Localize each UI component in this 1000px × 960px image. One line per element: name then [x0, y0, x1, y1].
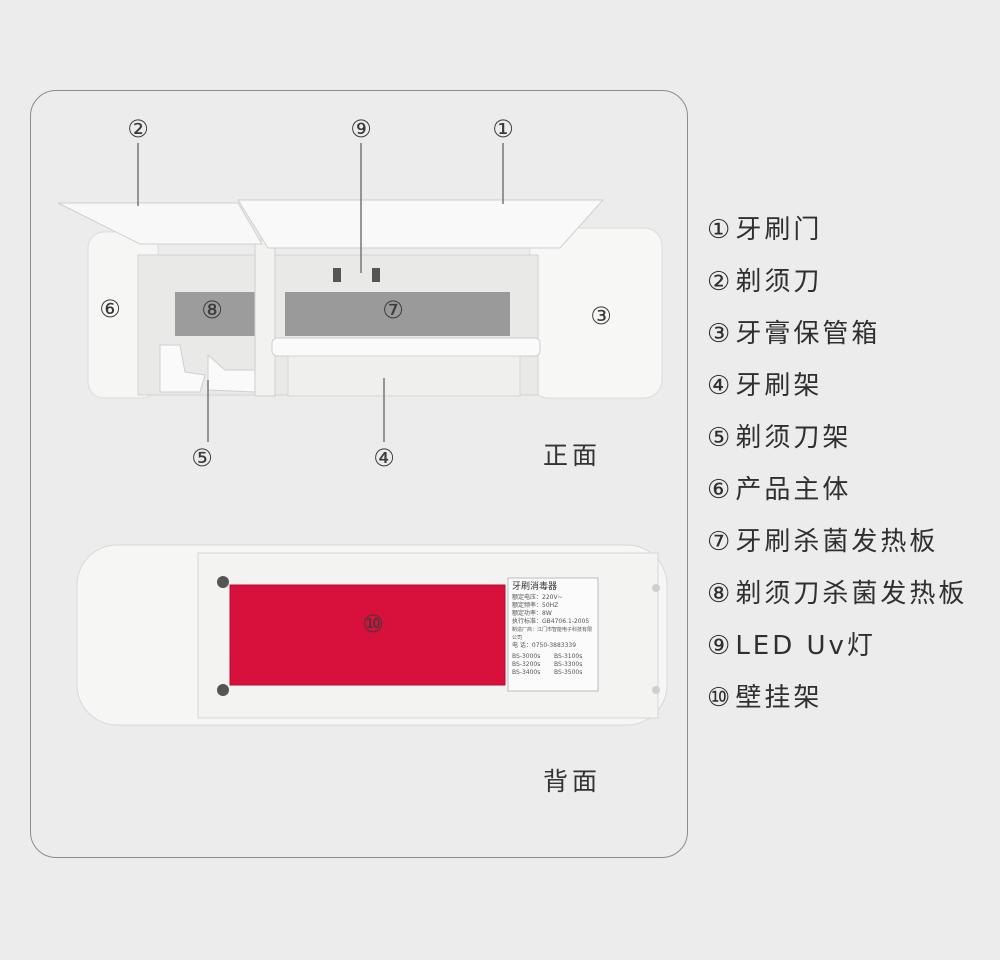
nameplate-row: 电 话：0750-3883339 [512, 642, 577, 649]
legend-marker: ④ [707, 371, 734, 401]
caption-back: 背面 [543, 767, 602, 796]
front-view [57, 199, 663, 399]
legend-item: ③牙膏保管箱 [707, 314, 967, 366]
legend-marker: ⑦ [707, 527, 734, 557]
model-item: BS-3300s [554, 661, 583, 668]
led-uv-light-right [372, 268, 380, 282]
marker-6: ⑥ [99, 295, 121, 323]
marker-9: ⑨ [350, 115, 372, 143]
model-item: BS-3100s [554, 653, 583, 660]
screw-bottom [217, 684, 229, 696]
legend-label: 剃须刀架 [735, 423, 852, 453]
nameplate-row: 制造厂商：江门市智能电子科技有限公司 [512, 627, 593, 641]
legend-marker: ⑤ [707, 423, 734, 453]
shaver-door [57, 202, 263, 245]
nameplate-row: 执行标准：GB4706.1-2005 [512, 618, 590, 625]
legend-label: 壁挂架 [735, 683, 823, 713]
marker-1: ① [492, 115, 514, 143]
model-item: BS-3400s [512, 669, 541, 676]
marker-2: ② [127, 115, 149, 143]
legend-label: LED Uv灯 [735, 631, 876, 661]
parts-legend: ①牙刷门 ②剃须刀 ③牙膏保管箱 ④牙刷架 ⑤剃须刀架 ⑥产品主体 ⑦牙刷杀菌发… [707, 210, 967, 730]
toothbrush-rack [271, 337, 541, 357]
wall-mount-bracket [229, 584, 506, 686]
legend-marker: ③ [707, 319, 734, 349]
marker-7: ⑦ [382, 296, 404, 324]
legend-item: ④牙刷架 [707, 366, 967, 418]
marker-5: ⑤ [191, 444, 213, 472]
legend-item: ⑤剃须刀架 [707, 418, 967, 470]
model-item: BS-3200s [512, 661, 541, 668]
legend-item: ①牙刷门 [707, 210, 967, 262]
legend-label: 牙刷杀菌发热板 [735, 527, 939, 557]
legend-item: ②剃须刀 [707, 262, 967, 314]
toothbrush-heater-plate [285, 292, 510, 336]
legend-item: ⑨LED Uv灯 [707, 626, 967, 678]
marker-3: ③ [590, 302, 612, 330]
legend-label: 剃须刀 [735, 267, 823, 297]
marker-4: ④ [373, 444, 395, 472]
toothbrush-door [237, 199, 605, 249]
model-item: BS-3500s [554, 669, 583, 676]
legend-marker: ② [707, 267, 734, 297]
legend-marker: ⑨ [707, 631, 734, 661]
screw-top [217, 576, 229, 588]
legend-label: 牙刷门 [735, 215, 823, 245]
marker-10: ⑩ [362, 610, 384, 638]
legend-item: ⑥产品主体 [707, 470, 967, 522]
nameplate-row: 额定电压：220V~ [512, 594, 563, 601]
product-frame [30, 90, 688, 858]
toothbrush-rack-base [287, 355, 521, 397]
legend-marker: ⑩ [707, 683, 734, 713]
legend-marker: ⑥ [707, 475, 734, 505]
back-view [76, 544, 668, 726]
model-list: BS-3000s BS-3100s BS-3200s BS-3300s BS-3… [512, 653, 596, 677]
divider [254, 239, 276, 397]
legend-item: ⑧剃须刀杀菌发热板 [707, 574, 967, 626]
nameplate-row: 额定频率：50HZ [512, 602, 559, 609]
model-item: BS-3000s [512, 653, 541, 660]
legend-marker: ⑧ [707, 579, 734, 609]
legend-label: 牙膏保管箱 [735, 319, 881, 349]
shaver-heater-plate [175, 292, 255, 336]
shaver-rack [159, 344, 206, 393]
nameplate-title: 牙刷消毒器 [512, 582, 558, 592]
legend-label: 剃须刀杀菌发热板 [735, 579, 968, 609]
led-uv-light-left [333, 268, 341, 282]
legend-marker: ① [707, 215, 734, 245]
legend-item: ⑩壁挂架 [707, 678, 967, 730]
legend-label: 牙刷架 [735, 371, 823, 401]
nameplate-text: 牙刷消毒器 额定电压：220V~ 额定频率：50HZ 额定功率：8W 执行标准：… [512, 580, 596, 677]
legend-item: ⑦牙刷杀菌发热板 [707, 522, 967, 574]
nameplate [507, 577, 599, 692]
caption-front: 正面 [543, 441, 602, 470]
marker-8: ⑧ [201, 296, 223, 324]
legend-label: 产品主体 [735, 475, 852, 505]
nameplate-row: 额定功率：8W [512, 610, 552, 617]
